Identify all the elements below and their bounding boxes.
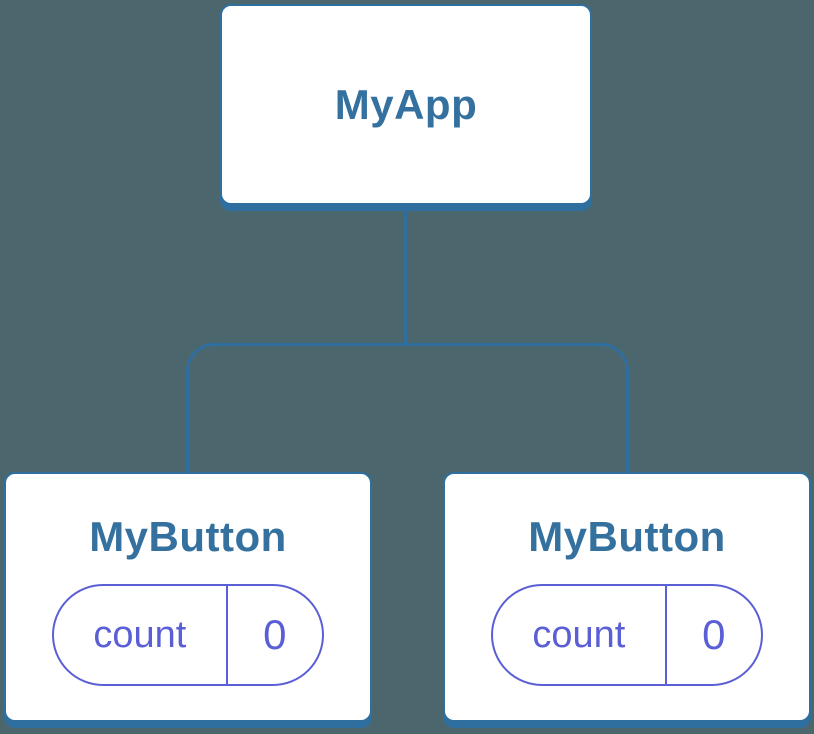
node-mybutton-2: MyButton count 0 bbox=[443, 472, 811, 722]
state-pill-2: count 0 bbox=[491, 584, 763, 686]
node-mybutton-1-label: MyButton bbox=[89, 513, 287, 560]
state-pill-1-label: count bbox=[93, 613, 187, 656]
node-myapp-label: MyApp bbox=[334, 80, 478, 128]
node-mybutton-1: MyButton count 0 bbox=[4, 472, 372, 722]
state-pill-2-divider bbox=[664, 586, 667, 684]
state-pill-1-value: 0 bbox=[263, 611, 287, 658]
connector-stem bbox=[404, 208, 407, 346]
node-mybutton-2-label: MyButton bbox=[528, 513, 726, 560]
state-pill-2-label: count bbox=[532, 613, 626, 656]
state-pill-2-value: 0 bbox=[702, 611, 726, 658]
state-pill-1-divider bbox=[225, 586, 228, 684]
state-pill-1: count 0 bbox=[52, 584, 324, 686]
connector-branch bbox=[186, 343, 629, 474]
node-myapp: MyApp bbox=[220, 4, 592, 205]
